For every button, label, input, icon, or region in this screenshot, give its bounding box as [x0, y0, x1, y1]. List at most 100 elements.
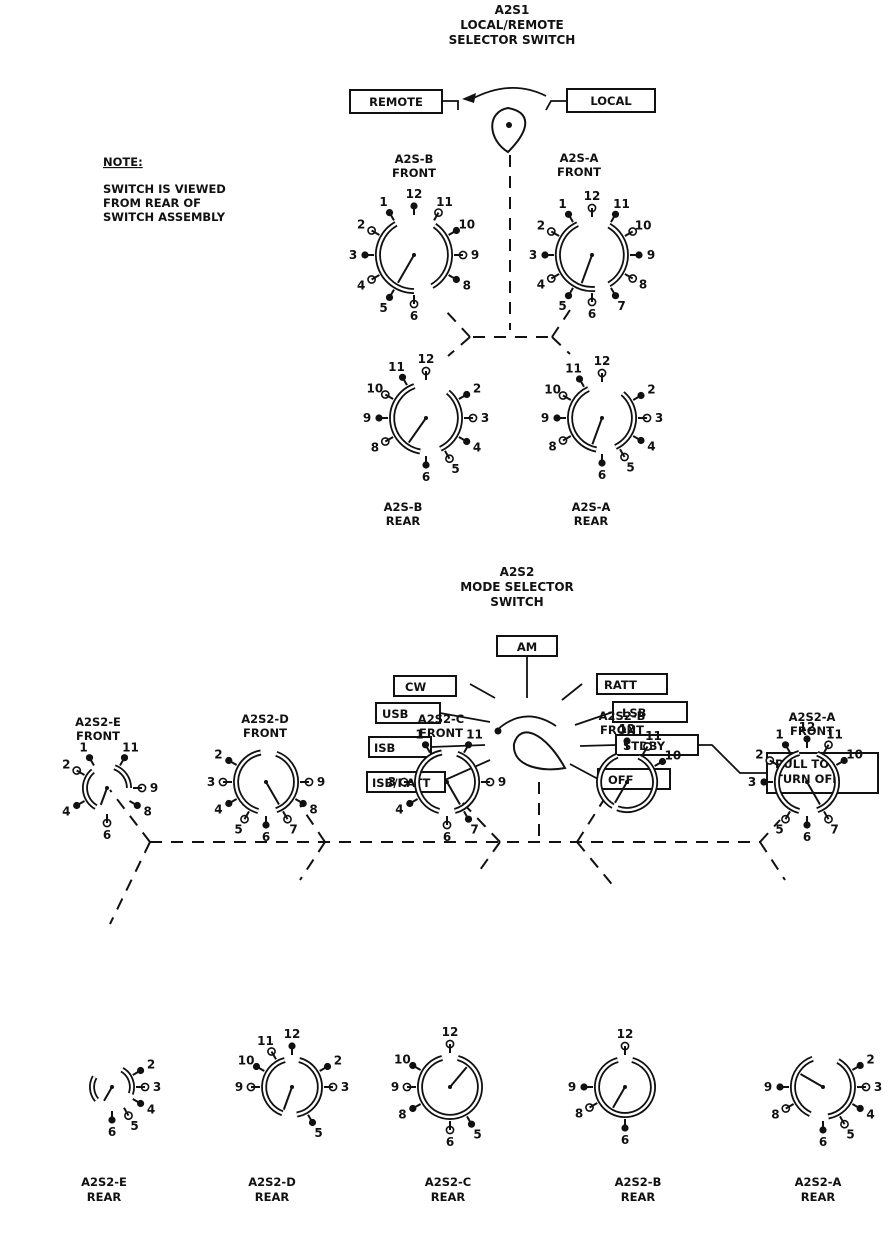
terminal-number: 4 — [647, 440, 655, 454]
terminal-number: 9 — [317, 775, 325, 789]
pull-note-line-2: TURN OFF — [775, 772, 840, 786]
terminal-lead — [123, 1107, 130, 1117]
a2s2-a-front-label-1: A2S2-A — [789, 710, 836, 724]
terminal-number: 11 — [645, 729, 662, 743]
a2s2-title-line-3: SWITCH — [490, 595, 543, 609]
terminal-number: 7 — [470, 823, 478, 837]
terminal-number: 5 — [775, 823, 783, 837]
mode-usb-box: USB — [375, 702, 441, 724]
wafer-contact-ring-inner — [390, 384, 421, 453]
terminal-number: 12 — [584, 189, 601, 203]
mode-ratt-box: RATT — [596, 673, 668, 695]
terminal-lead — [466, 1115, 473, 1125]
terminal-number: 2 — [62, 758, 70, 772]
terminal-lead — [76, 800, 85, 807]
note-title: NOTE: — [103, 155, 143, 169]
terminal-lead — [839, 1115, 846, 1125]
terminal-number: 4 — [537, 278, 545, 292]
wiper-line — [446, 781, 461, 806]
terminal-lead — [642, 746, 649, 755]
terminal-lead — [567, 287, 574, 297]
terminal-lead — [823, 810, 830, 820]
terminal-number: 12 — [442, 1025, 459, 1039]
terminal-number: 9 — [235, 1080, 243, 1094]
terminal-number: 9 — [498, 775, 506, 789]
shaft-dot — [424, 416, 428, 420]
wafer-contact-ring-inner — [556, 223, 596, 291]
terminal-number: 3 — [207, 775, 215, 789]
terminal-number: 1 — [558, 197, 566, 211]
terminal-number: 6 — [588, 307, 596, 321]
terminal-lead — [448, 274, 457, 281]
wafer-contact-ring-inner — [296, 1058, 322, 1116]
terminal-number: 5 — [451, 462, 459, 476]
shaft-dot — [600, 416, 604, 420]
terminal-number: 11 — [466, 727, 483, 741]
a2s-a-front-label-2: FRONT — [557, 165, 601, 179]
remote-label: REMOTE — [369, 95, 423, 109]
a2s2-b-front-label-2: FRONT — [600, 723, 644, 737]
terminal-number: 12 — [617, 1027, 634, 1041]
terminal-lead — [458, 393, 468, 400]
mode-isb-box: ISB — [368, 736, 432, 758]
a2s2-e-front-label-2: FRONT — [76, 729, 120, 743]
a2s2-b-front-label-1: A2S2-B — [599, 709, 646, 723]
a2s1-title-line-3: SELECTOR SWITCH — [449, 33, 576, 47]
wiper-line — [799, 1073, 824, 1088]
terminal-number: 10 — [544, 383, 561, 397]
a2s2-d-front-label-1: A2S2-D — [241, 712, 289, 726]
terminal-lead — [388, 212, 395, 221]
wafer-contact-ring-inner — [431, 224, 452, 288]
wafer-contact-ring — [567, 386, 598, 453]
terminal-number: 10 — [367, 382, 384, 396]
wafer-contact-ring-inner — [568, 387, 597, 451]
wafer-contact-ring — [607, 223, 629, 287]
terminal-number: 2 — [357, 218, 365, 232]
terminal-number: 6 — [262, 830, 270, 844]
terminal-number: 3 — [349, 248, 357, 262]
terminal-lead — [409, 798, 419, 805]
terminal-lead — [412, 1064, 422, 1071]
terminal-number: 2 — [755, 748, 763, 762]
a2s2-b-rear-label-2: REAR — [621, 1190, 656, 1204]
terminal-lead — [307, 1114, 314, 1123]
wafer-contact-ring — [789, 1055, 814, 1117]
terminal-number: 2 — [866, 1053, 874, 1067]
terminal-lead — [294, 798, 304, 805]
terminal-number: 11 — [613, 197, 630, 211]
wafer-contact-ring-inner — [90, 1076, 98, 1101]
terminal-number: 8 — [371, 441, 379, 455]
terminal-number: 11 — [436, 195, 453, 209]
terminal-lead — [632, 435, 642, 442]
terminal-number: 6 — [621, 1133, 629, 1147]
terminal-number: 2 — [473, 382, 481, 396]
note-line-1: SWITCH IS VIEWED — [103, 182, 226, 196]
terminal-number: 8 — [639, 278, 647, 292]
note-line-3: SWITCH ASSEMBLY — [103, 210, 226, 224]
terminal-lead — [371, 274, 380, 281]
wafer-contact-ring-inner — [595, 1058, 655, 1117]
terminal-lead — [228, 798, 238, 805]
terminal-lead — [424, 744, 431, 754]
terminal-lead — [562, 394, 572, 401]
terminal-number: 5 — [234, 823, 242, 837]
terminal-number: 5 — [473, 1128, 481, 1142]
terminal-number: 5 — [846, 1128, 854, 1142]
mode-usb-label: USB — [382, 707, 408, 721]
terminal-lead — [835, 759, 845, 766]
terminal-lead — [132, 1069, 142, 1076]
terminal-number: 4 — [62, 805, 70, 819]
a2s2-d-rear-label-2: REAR — [255, 1190, 290, 1204]
shaft-dot — [290, 1085, 294, 1089]
terminal-number: 10 — [846, 748, 863, 762]
terminal-number: 6 — [410, 309, 418, 323]
wiper-line — [591, 417, 603, 445]
wafer-contact-ring-inner — [608, 224, 628, 286]
terminal-number: 8 — [398, 1108, 406, 1122]
